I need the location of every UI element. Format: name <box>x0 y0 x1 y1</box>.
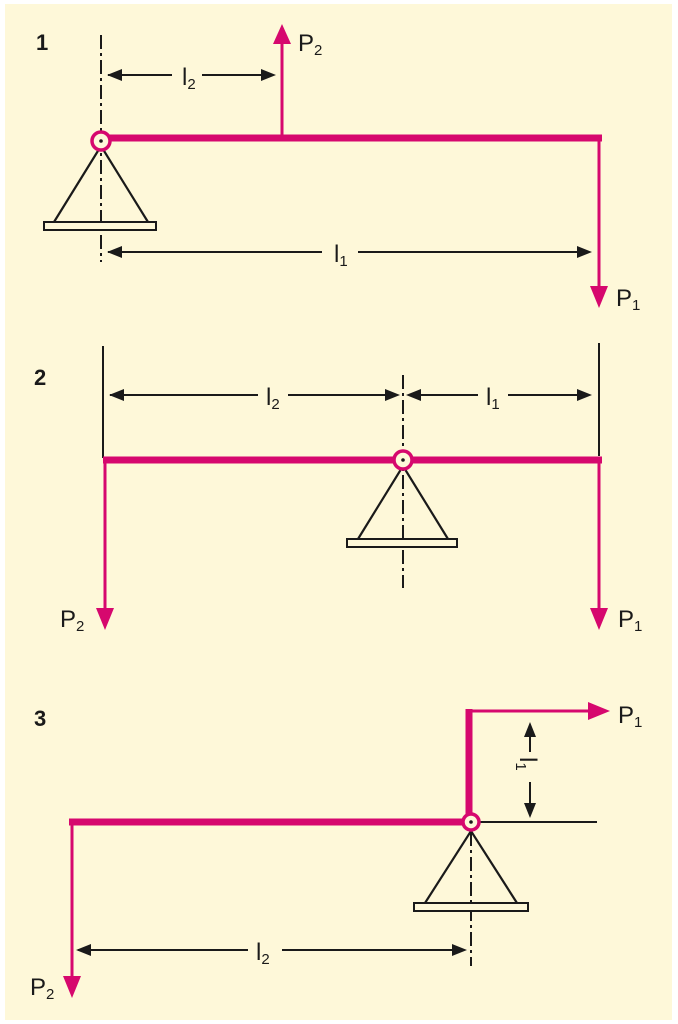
force-arrow-p2 <box>273 24 291 44</box>
force-label-p2: P2 <box>60 606 84 635</box>
arm-label-l1: l1 <box>334 241 348 270</box>
lever-beam <box>96 449 608 630</box>
figure-number: 3 <box>34 706 46 731</box>
diagram-panel <box>5 4 672 1020</box>
dimension-l1 <box>406 389 592 401</box>
force-arrow-p2 <box>63 976 81 998</box>
force-label-p1: P1 <box>618 702 642 731</box>
force-label-p1: P1 <box>618 606 642 635</box>
dimension-l2 <box>76 944 467 956</box>
force-arrow-p2 <box>96 608 114 630</box>
force-label-p2: P2 <box>30 974 54 1003</box>
dimension-l2 <box>107 69 276 81</box>
force-arrow-p1 <box>590 608 608 630</box>
figure-number: 1 <box>36 30 48 55</box>
arm-label-l2: l2 <box>256 939 270 968</box>
force-label-p1: P1 <box>616 285 640 314</box>
force-arrow-p1 <box>588 702 610 720</box>
figure-number: 2 <box>34 365 46 390</box>
lever-beam <box>63 702 610 998</box>
figure-2: 2 <box>34 343 642 635</box>
dimension-l1 <box>107 246 592 258</box>
arm-label-l1: l1 <box>512 757 541 771</box>
dimension-l2 <box>109 389 400 401</box>
dimension-l1 <box>524 722 536 818</box>
arm-label-l2: l2 <box>182 64 196 93</box>
force-arrow-p1 <box>590 286 608 308</box>
arm-label-l2: l2 <box>266 384 280 413</box>
lever-beam <box>90 24 608 308</box>
figure-1: 1 l2 <box>36 24 640 314</box>
force-label-p2: P2 <box>298 30 322 59</box>
arm-label-l1: l1 <box>486 384 500 413</box>
figure-3: 3 <box>30 702 642 1003</box>
